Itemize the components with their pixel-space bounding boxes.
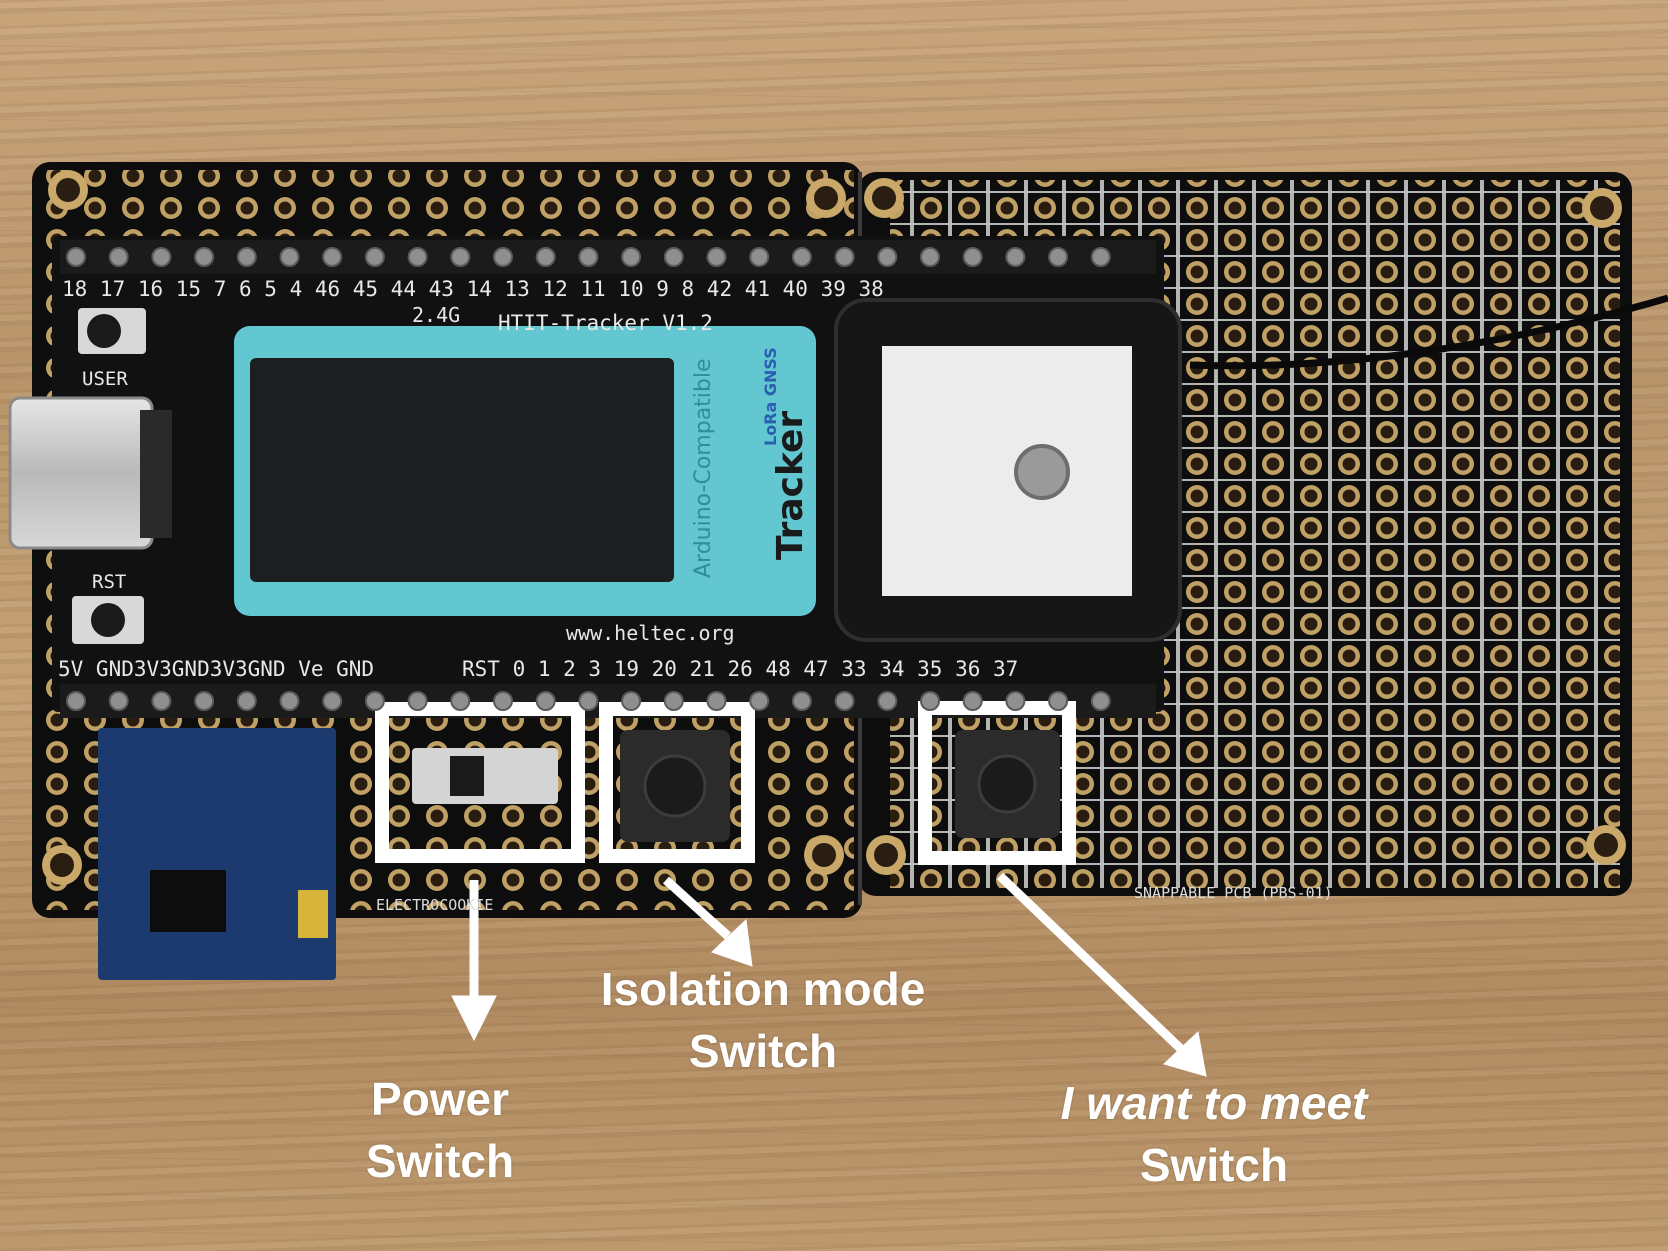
header-pin-top — [322, 247, 343, 267]
website-label: www.heltec.org — [566, 621, 735, 645]
antenna-wire — [1189, 294, 1668, 370]
header-pin-top — [621, 247, 642, 267]
header-pin-top — [364, 247, 385, 267]
header-pin-bottom — [1005, 691, 1026, 711]
header-pin-top — [493, 247, 513, 267]
header-pin-bottom — [279, 691, 300, 711]
header-pin-bottom — [407, 691, 428, 711]
header-pin-top — [535, 247, 556, 267]
mounting-holes — [42, 170, 1626, 885]
header-pin-top — [877, 247, 898, 267]
module-brand-big: Tracker — [770, 411, 811, 560]
header-pin-top — [236, 247, 257, 267]
header-pin-top — [834, 247, 855, 267]
header-pin-bottom — [194, 691, 215, 711]
header-pin-top — [194, 247, 215, 267]
header-pin-bottom — [663, 691, 684, 711]
module-brand-small: LoRa GNSS — [761, 347, 780, 446]
meet-callout-line2: Switch — [1139, 1139, 1289, 1191]
header-pin-top — [108, 247, 129, 267]
header-pin-bottom — [1048, 691, 1069, 711]
header-pin-top — [151, 247, 172, 267]
imu-module — [98, 728, 336, 980]
header-pin-bottom — [66, 691, 86, 711]
display-screen — [250, 358, 674, 582]
header-pin-top — [407, 247, 428, 267]
header-pin-bottom — [450, 691, 471, 711]
header-pin-bottom — [1090, 691, 1111, 711]
usb-c-connector — [8, 396, 154, 550]
header-pin-bottom — [621, 691, 642, 711]
left-pcb-brand: ELECTROCOOKIE — [376, 896, 493, 914]
header-pin-bottom — [706, 691, 727, 711]
header-pin-bottom — [493, 691, 513, 711]
isolation-callout-line1: Isolation mode — [600, 963, 926, 1015]
right-pcb-brand: SNAPPABLE PCB (PBS-01) — [1134, 884, 1333, 902]
callout-arrows — [451, 872, 1207, 1077]
power-switch-highlight — [375, 702, 585, 863]
power-callout-line1: Power — [370, 1073, 510, 1125]
header-pin-top — [706, 247, 727, 267]
header-pin-top — [791, 247, 812, 267]
isolation-switch-callout: Isolation mode Switch — [560, 958, 966, 1082]
header-pin-top — [749, 247, 770, 267]
header-pin-bottom — [834, 691, 855, 711]
header-pin-bottom — [749, 691, 770, 711]
header-pin-top — [279, 247, 300, 267]
top-header-pins — [60, 240, 1156, 274]
header-pin-bottom — [535, 691, 556, 711]
header-pin-bottom — [236, 691, 257, 711]
header-pin-bottom — [364, 691, 385, 711]
header-pin-bottom — [151, 691, 172, 711]
power-switch-callout: Power Switch — [340, 1068, 540, 1192]
antenna-label: 2.4G — [412, 303, 460, 327]
header-pin-bottom — [877, 691, 898, 711]
header-pin-top — [450, 247, 471, 267]
header-pin-bottom — [962, 691, 983, 711]
meet-switch-highlight — [918, 701, 1076, 865]
header-pin-top — [920, 247, 940, 267]
bottom-pin-labels-right: RST 0 1 2 3 19 20 21 26 48 47 33 34 35 3… — [462, 657, 1018, 681]
header-pin-bottom — [108, 691, 129, 711]
header-pin-bottom — [920, 691, 940, 711]
header-pin-bottom — [322, 691, 343, 711]
rst-button-label: RST — [92, 571, 126, 593]
header-pin-top — [1090, 247, 1111, 267]
module-subtitle: Arduino-Compatible — [691, 358, 716, 578]
header-pin-bottom — [578, 691, 599, 711]
header-pin-top — [578, 247, 599, 267]
bottom-pin-labels-left: 5V GND3V3GND3V3GND Ve GND — [58, 657, 374, 681]
isolation-callout-line2: Switch — [688, 1025, 838, 1077]
meet-callout-line1: I want to meet — [1060, 1077, 1368, 1129]
user-button-label: USER — [82, 368, 128, 390]
meet-switch-callout: I want to meet Switch — [1020, 1072, 1408, 1196]
power-callout-line2: Switch — [365, 1135, 515, 1187]
header-pin-top — [663, 247, 684, 267]
header-pin-top — [1048, 247, 1069, 267]
header-pin-top — [1005, 247, 1026, 267]
board-name: HTIT-Tracker V1.2 — [498, 311, 713, 335]
top-pin-labels: 18 17 16 15 7 6 5 4 46 45 44 43 14 13 12… — [62, 277, 884, 301]
slide-switch — [412, 748, 558, 804]
header-pin-bottom — [791, 691, 812, 711]
header-pin-top — [962, 247, 983, 267]
header-pin-top — [66, 247, 86, 267]
